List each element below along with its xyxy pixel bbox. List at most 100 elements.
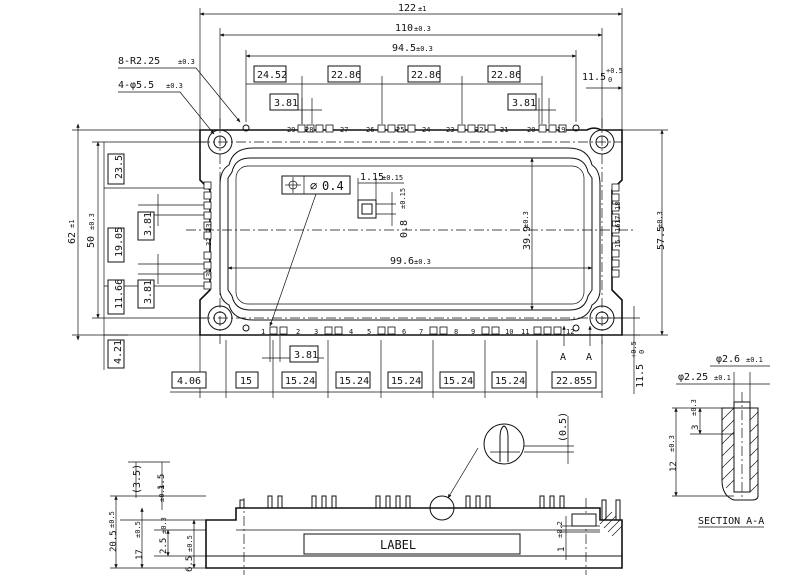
dim-box-left-v-6 xyxy=(107,339,125,369)
dim-edge-offset-tol-up: +0.5 xyxy=(606,67,623,75)
dim-step: 1 xyxy=(557,547,567,552)
dim-box-top-seg-3 xyxy=(407,65,441,83)
dim-bottom-seg-1: 4.06 xyxy=(177,376,201,387)
section-hatch xyxy=(721,407,759,493)
pin-label-2: 2 xyxy=(296,328,300,336)
inner-cavity-line xyxy=(235,165,585,305)
pin-label-33: 33 xyxy=(205,224,213,232)
pin-label-16: 16 xyxy=(614,224,622,232)
pin-label-25: 25 xyxy=(396,126,404,134)
pin-detail-box xyxy=(357,199,377,219)
dim-box-bottom-seg-4 xyxy=(335,371,371,389)
dim-bottom-offset-tol-up: +0.5 xyxy=(630,341,638,358)
dim-outer-dia: φ2.6 xyxy=(716,354,740,365)
dim-level-2-tol: ±0.5 xyxy=(186,535,194,552)
dim-box-left-v-2 xyxy=(137,211,155,241)
section-title: SECTION A-A xyxy=(698,516,764,527)
dim-inner-width-tol: ±0.3 xyxy=(414,258,431,266)
pin-label-9: 9 xyxy=(471,328,475,336)
dim-pin-tip: (3.5) xyxy=(132,464,143,494)
pin-label-3: 3 xyxy=(314,328,318,336)
dim-bottom-offset: 11.5 xyxy=(635,364,646,388)
side-view: LABEL (0.5) (3.5) 1.5 ±0.3 2 xyxy=(108,412,623,575)
pin-label-11: 11 xyxy=(521,328,529,336)
corner-pin-tl xyxy=(242,124,250,132)
dim-edge-offset: 11.5 xyxy=(582,72,606,83)
housing-frame xyxy=(219,147,601,321)
pin-label-21: 21 xyxy=(500,126,508,134)
dim-left-v-5: 11.66 xyxy=(114,279,125,309)
dim-step-tol: ±0.2 xyxy=(556,521,564,538)
dim-box-pitch-left xyxy=(269,93,299,111)
pin-label-22: 22 xyxy=(475,126,483,134)
dim-bottom-seg-4: 15.24 xyxy=(339,376,369,387)
dim-bottom-pitch: 3.81 xyxy=(294,350,318,361)
dim-mount-hole-tol: ±0.3 xyxy=(166,82,183,90)
section-mark-right: A xyxy=(586,352,592,363)
pin-label-1: 1 xyxy=(261,328,265,336)
dim-top-seg-4: 22.86 xyxy=(491,70,521,81)
dim-corner-radius-tol: ±0.3 xyxy=(178,58,195,66)
dim-level-1: 2.5 xyxy=(159,538,169,554)
label-block xyxy=(303,533,521,555)
dim-box-bottom-pitch xyxy=(289,345,319,363)
pin-label-24: 24 xyxy=(422,126,430,134)
dim-inner-height-tol: ±0.3 xyxy=(522,211,530,228)
pin-label-7: 7 xyxy=(419,328,423,336)
dim-box-top-seg-2 xyxy=(327,65,361,83)
pin-label-15: 15 xyxy=(614,240,622,248)
dim-length: 12 xyxy=(669,461,679,472)
dim-right-height-tol: ±0.3 xyxy=(656,211,664,228)
dim-depth-tol: ±0.3 xyxy=(690,399,698,416)
dim-overall-width-tol: ±1 xyxy=(418,5,426,13)
bottom-pin-row xyxy=(269,326,562,335)
pin-label-23: 23 xyxy=(446,126,454,134)
pin-detail-inner xyxy=(361,203,373,215)
dim-body-height: 17 xyxy=(135,549,145,560)
dim-pitch-right: 3.81 xyxy=(512,98,536,109)
side-terminal-pins xyxy=(239,495,621,520)
dim-box-bottom-seg-5 xyxy=(387,371,423,389)
pin-label-17: 17 xyxy=(614,216,622,224)
pin-label-31: 31 xyxy=(205,269,213,277)
dim-bottom-seg-8: 22.855 xyxy=(556,376,592,387)
dim-box-bottom-seg-2 xyxy=(235,371,259,389)
position-tol-dia-icon: ⌀ xyxy=(310,179,317,193)
dim-inner-height: 39.9 xyxy=(522,226,533,250)
top-pin-row xyxy=(297,124,567,133)
dim-body-height-tol: ±0.5 xyxy=(134,521,142,538)
dim-box-left-v-5 xyxy=(107,279,125,315)
corner-pin-br xyxy=(572,324,580,332)
pin-detail-shape xyxy=(499,425,509,462)
side-right-hatch xyxy=(599,511,623,537)
dim-box-top-seg-4 xyxy=(487,65,521,83)
pin-label-28: 28 xyxy=(305,126,313,134)
dim-position-tol: 0.4 xyxy=(322,179,344,193)
dim-mount-hole: 4-φ5.5 xyxy=(118,80,154,91)
right-pin-column xyxy=(611,183,620,278)
top-view: 29 28 27 26 25 24 23 22 21 20 19 33 32 3… xyxy=(67,3,668,398)
dim-pin-size-w: 1.15 xyxy=(360,172,384,183)
dim-hole-pitch: 110 xyxy=(395,23,413,34)
dim-outer-dia-tol: ±0.1 xyxy=(746,356,763,364)
side-detail-circle xyxy=(429,495,455,521)
dim-pitch-left: 3.81 xyxy=(274,98,298,109)
section-body xyxy=(721,407,759,501)
pin-label-12: 12 xyxy=(566,328,574,336)
dim-bottom-seg-6: 15.24 xyxy=(443,376,473,387)
dim-total-height-tol: ±0.5 xyxy=(108,511,116,528)
dim-inner-dia: φ2.25 xyxy=(678,372,708,383)
dim-left-v-4: 3.81 xyxy=(143,280,154,304)
dim-box-bottom-seg-6 xyxy=(439,371,475,389)
dim-box-bottom-seg-7 xyxy=(491,371,527,389)
pin-label-5: 5 xyxy=(367,328,371,336)
side-body-outline xyxy=(205,507,623,569)
dim-hole-pitch-v: 50 xyxy=(86,236,97,248)
dim-box-bottom-seg-8 xyxy=(551,371,597,389)
leader-position-tol xyxy=(269,193,317,327)
dim-box-top-seg-1 xyxy=(253,65,287,83)
dim-pin-size-t: 0.8 xyxy=(399,220,410,238)
dim-overall-width: 122 xyxy=(398,3,416,14)
pin-label-18: 18 xyxy=(614,202,622,210)
inner-cavity xyxy=(227,157,593,311)
